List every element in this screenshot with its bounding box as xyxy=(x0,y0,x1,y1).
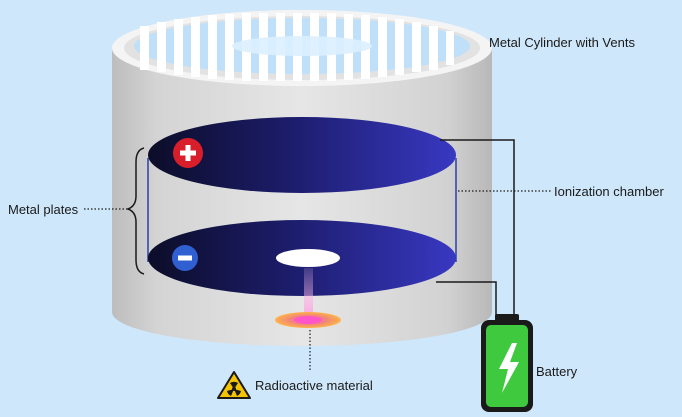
wire-positive xyxy=(440,139,515,318)
plates-label: Metal plates xyxy=(8,202,79,217)
battery-label: Battery xyxy=(536,364,578,379)
wire-negative xyxy=(436,281,497,318)
positive-plate xyxy=(148,117,456,193)
plus-icon xyxy=(173,138,203,168)
battery-bolt-icon xyxy=(481,314,533,412)
radiation-warning-icon xyxy=(217,371,251,399)
radioactive-label: Radioactive material xyxy=(255,378,373,393)
plate-aperture xyxy=(276,249,340,267)
chamber-label: Ionization chamber xyxy=(554,184,664,199)
radioactive-source-core xyxy=(294,316,322,324)
cylinder-label: Metal Cylinder with Vents xyxy=(489,35,635,50)
cylinder-body xyxy=(112,48,492,346)
minus-icon xyxy=(172,245,198,271)
vents xyxy=(134,13,470,81)
plates-brace xyxy=(125,147,145,275)
radiation-beam xyxy=(304,268,313,318)
